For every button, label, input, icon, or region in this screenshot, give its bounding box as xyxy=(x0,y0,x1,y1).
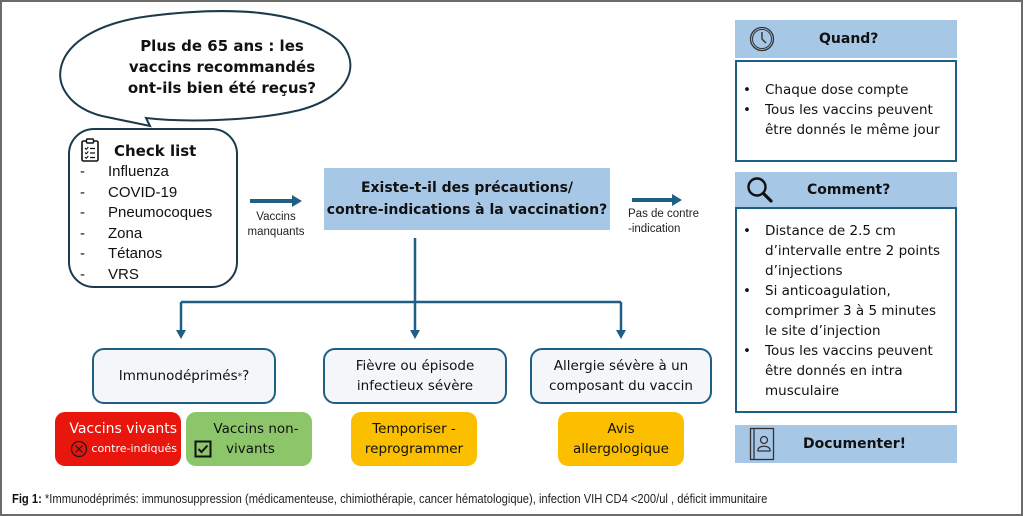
footnote-mark: * xyxy=(237,371,243,382)
condition-immunodeprimes: Immunodéprimés*? xyxy=(92,348,276,404)
arrow-label-line: Pas de contre xyxy=(628,208,699,220)
arrow-label-missing-vaccines: Vaccins manquants xyxy=(242,210,310,240)
clock-icon xyxy=(749,26,775,52)
question-line: Existe-t-il des précautions/ xyxy=(360,180,574,196)
outcome-line: Avis xyxy=(607,421,635,437)
dash-bullet: - xyxy=(80,245,85,262)
quand-header: Quand? xyxy=(735,20,957,58)
quand-list: Chaque dose compte Tous les vaccins peuv… xyxy=(737,80,951,140)
arrow-label-line: manquants xyxy=(247,226,305,238)
speech-bubble xyxy=(59,10,352,128)
dash-bullet: - xyxy=(80,204,85,221)
outcome-line: Vaccins non- xyxy=(213,421,299,437)
arrow-label-no-contraindication: Pas de contre -indication xyxy=(628,207,708,237)
documenter-header: Documenter! xyxy=(735,425,957,463)
checklist-box: Check list - Influenza - COVID-19 - Pneumoc… xyxy=(68,128,238,288)
quand-item: Tous les vaccins peuvent être donnés le … xyxy=(737,100,951,140)
figure-caption: Fig 1: *Immunodéprimés: immunosuppressio… xyxy=(12,491,767,506)
x-circle-icon xyxy=(71,440,88,458)
caption-text: *Immunodéprimés: immunosuppression (médi… xyxy=(41,491,768,506)
condition-line: Fièvre ou épisode xyxy=(355,358,475,374)
checklist-items: - Influenza - COVID-19 - Pneumocoques - Zona… xyxy=(78,162,212,285)
checklist-item: - COVID-19 xyxy=(78,183,212,204)
outcome-line-with-icon: contre-indiqués xyxy=(70,439,177,459)
checklist-item: - VRS xyxy=(78,265,212,286)
contact-book-icon xyxy=(749,427,775,461)
outcome-allergy-consult: Avis allergologique xyxy=(558,412,684,466)
outcome-line: allergologique xyxy=(573,441,669,457)
checklist-item-label: Zona xyxy=(108,224,143,242)
condition-allergy: Allergie sévère à un composant du vaccin xyxy=(530,348,712,404)
condition-fever: Fièvre ou épisode infectieux sévère xyxy=(323,348,507,404)
checklist-item-label: Influenza xyxy=(108,163,169,180)
outcome-label: contre-indiqués xyxy=(91,442,177,455)
bubble-line: vaccins recommandés xyxy=(128,58,316,76)
arrow-head-1 xyxy=(292,195,302,207)
checklist-item-label: Pneumocoques xyxy=(108,204,213,221)
comment-header: Comment? xyxy=(735,172,957,208)
condition-line: Allergie sévère à un xyxy=(553,358,689,374)
arrow-label-line: Vaccins xyxy=(256,211,296,223)
checklist-item-label: Tétanos xyxy=(108,245,163,262)
bubble-line: ont-ils bien été reçus? xyxy=(127,79,317,97)
branch-arrow-left xyxy=(176,330,186,339)
condition-suffix: ? xyxy=(242,367,250,384)
outcome-line: Temporiser - xyxy=(372,421,456,437)
condition-label: Immunodéprimés xyxy=(118,367,238,384)
question-line: contre-indications à la vaccination? xyxy=(326,202,608,218)
checklist-item-label: COVID-19 xyxy=(108,183,178,201)
comment-list: Distance de 2.5 cm d’intervalle entre 2 … xyxy=(737,221,951,401)
outcome-line: Vaccins vivants xyxy=(69,421,177,437)
condition-line: composant du vaccin xyxy=(549,378,693,394)
arrow-label-line: -indication xyxy=(628,223,681,235)
condition-line: infectieux sévère xyxy=(356,378,474,394)
outcome-line: reprogrammer xyxy=(364,441,464,457)
checkbox-checked-icon xyxy=(194,440,212,458)
dash-bullet: - xyxy=(80,224,85,242)
caption-label: Fig 1: xyxy=(12,491,42,506)
outcome-live-vaccines-contraindicated: Vaccins vivants contre-indiqués xyxy=(55,412,181,466)
dash-bullet: - xyxy=(80,163,85,180)
outcome-postpone: Temporiser - reprogrammer xyxy=(351,412,477,466)
checklist-item: - Influenza xyxy=(78,162,212,183)
quand-box: Chaque dose compte Tous les vaccins peuv… xyxy=(735,60,957,162)
outcome-non-live-vaccines: Vaccins non- vivants xyxy=(186,412,312,466)
clipboard-checklist-icon xyxy=(81,138,99,162)
checklist-item: - Pneumocoques xyxy=(78,203,212,224)
bubble-line: Plus de 65 ans : les xyxy=(140,37,304,55)
comment-item: Si anticoagulation, comprimer 3 à 5 minu… xyxy=(737,281,951,341)
quand-item: Chaque dose compte xyxy=(737,80,951,100)
checklist-item: - Tétanos xyxy=(78,244,212,265)
checklist-title: Check list xyxy=(114,142,197,160)
outcome-line-with-icon: vivants xyxy=(186,439,312,459)
arrow-head-2 xyxy=(672,194,682,206)
dash-bullet: - xyxy=(80,183,85,201)
comment-item: Distance de 2.5 cm d’intervalle entre 2 … xyxy=(737,221,951,281)
outcome-label: vivants xyxy=(226,441,275,457)
checklist-item-label: VRS xyxy=(108,265,139,283)
question-box: Existe-t-il des précautions/ contre-indi… xyxy=(324,168,610,230)
dash-bullet: - xyxy=(80,265,85,283)
comment-title: Comment? xyxy=(807,182,891,198)
comment-box: Distance de 2.5 cm d’intervalle entre 2 … xyxy=(735,207,957,413)
checklist-item: - Zona xyxy=(78,224,212,245)
branch-arrow-mid xyxy=(410,330,420,339)
comment-item: Tous les vaccins peuvent être donnés en … xyxy=(737,341,951,401)
magnifier-icon xyxy=(747,177,773,203)
branch-arrow-right xyxy=(616,330,626,339)
speech-bubble-text: Plus de 65 ans : les vaccins recommandés… xyxy=(112,36,332,99)
documenter-title: Documenter! xyxy=(803,436,907,452)
quand-title: Quand? xyxy=(819,31,879,47)
